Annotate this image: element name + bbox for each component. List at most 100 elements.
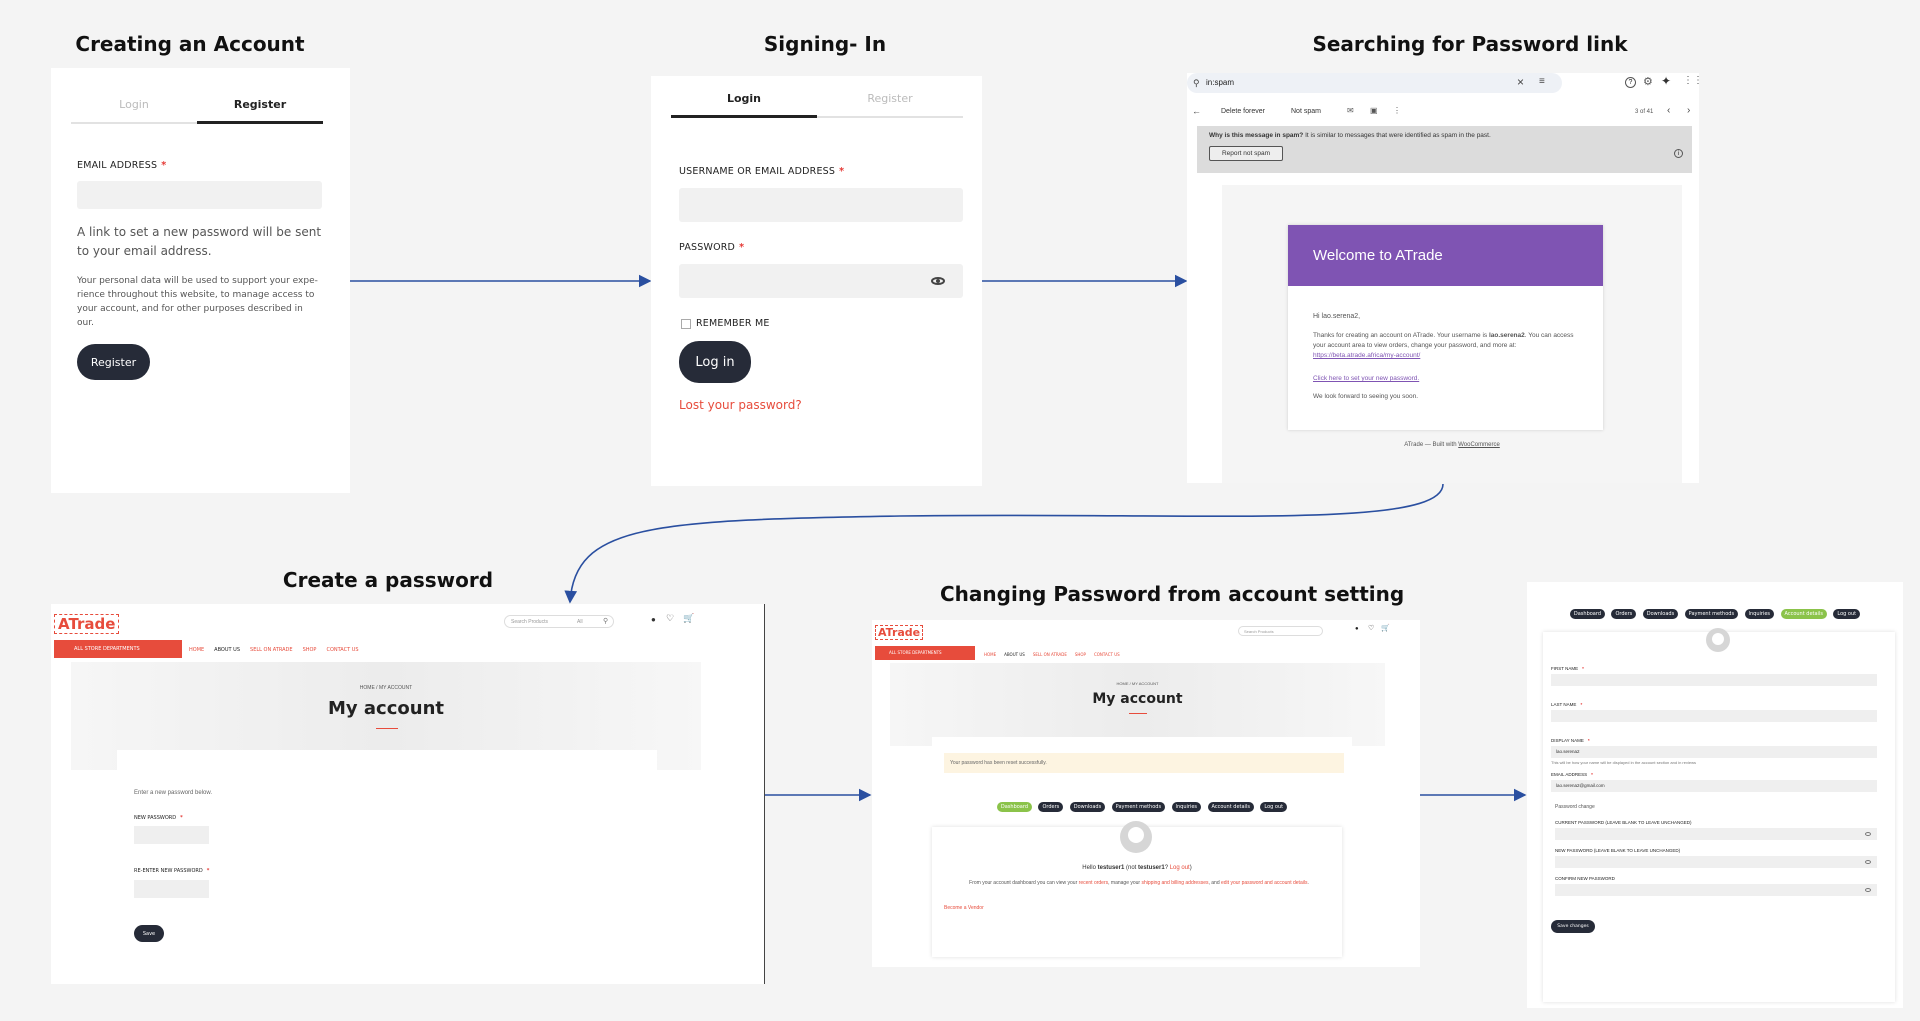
tab-payment-methods[interactable]: Payment methods (1111, 802, 1166, 812)
nav-home[interactable]: HOME (984, 652, 997, 657)
nav-home[interactable]: HOME (189, 647, 205, 653)
tab-inquiries[interactable]: Inquiries (1744, 609, 1775, 619)
clear-search-icon[interactable]: × (1517, 75, 1525, 89)
logout-link[interactable]: Log out (1169, 865, 1190, 871)
reenter-password-field[interactable] (134, 880, 209, 898)
save-changes-button[interactable]: Save changes (1551, 920, 1595, 933)
tab-dashboard[interactable]: Dashboard (1569, 609, 1606, 619)
auth-tabs: Login Register (671, 92, 963, 118)
show-password-icon[interactable] (1865, 888, 1871, 892)
tab-account-details[interactable]: Account details (1780, 609, 1827, 619)
sparkle-icon[interactable]: ✦ (1661, 74, 1672, 88)
search-input[interactable]: Search Products (511, 619, 548, 625)
save-button[interactable]: Save (134, 925, 164, 942)
move-to-icon[interactable]: ▣ (1370, 106, 1378, 115)
tab-downloads[interactable]: Downloads (1642, 609, 1679, 619)
addresses-link[interactable]: shipping and billing addresses (1141, 880, 1209, 886)
show-password-icon[interactable] (1865, 832, 1871, 836)
current-password-field[interactable] (1555, 828, 1877, 840)
login-button[interactable]: Log in (679, 341, 751, 383)
back-icon[interactable]: ← (1192, 106, 1201, 116)
login-panel: Login Register USERNAME OR EMAIL ADDRESS… (651, 76, 982, 486)
first-name-field[interactable] (1551, 674, 1877, 686)
nav-about[interactable]: ABOUT US (214, 647, 241, 653)
email-field[interactable] (77, 181, 322, 209)
title-underline (376, 728, 398, 729)
edit-password-link[interactable]: edit your password and ac­count details (1221, 880, 1308, 886)
search-input[interactable]: Search Products (1244, 629, 1274, 634)
tab-log-out[interactable]: Log out (1260, 802, 1288, 812)
site-search[interactable]: Search Products (1238, 626, 1323, 636)
confirm-password-label: CONFIRM NEW PASSWORD (1555, 876, 1615, 881)
nav-contact[interactable]: CONTACT US (1093, 652, 1120, 657)
account-link[interactable]: https://beta.atrade.africa/my-account/ (1313, 352, 1421, 359)
last-name-label: LAST NAME* (1551, 702, 1583, 707)
new-password-field[interactable] (134, 826, 209, 844)
apps-icon[interactable]: ⋮⋮ (1683, 75, 1699, 86)
recent-orders-link[interactable]: recent orders (1078, 880, 1109, 886)
nav-sell[interactable]: SELL ON ATRADE (1032, 652, 1067, 657)
nav-about[interactable]: ABOUT US (1004, 652, 1025, 657)
lost-password-link[interactable]: Lost your password? (679, 398, 802, 412)
tab-register[interactable]: Register (817, 92, 963, 118)
new-password-field[interactable] (1555, 856, 1877, 868)
tab-orders[interactable]: Orders (1611, 609, 1637, 619)
mail-search-bar[interactable]: ⚲ in:spam × ≡ (1187, 73, 1562, 93)
username-field[interactable] (679, 188, 963, 222)
show-password-icon[interactable] (931, 277, 945, 285)
not-spam-button[interactable]: Not spam (1291, 108, 1321, 115)
search-icon[interactable]: ⚲ (603, 618, 609, 625)
tab-orders[interactable]: Orders (1038, 802, 1064, 812)
tab-log-out[interactable]: Log out (1833, 609, 1861, 619)
tab-register[interactable]: Register (197, 98, 323, 124)
cart-icon[interactable]: 🛒 (683, 613, 695, 623)
departments-menu[interactable]: ALL STORE DEPARTMENTS (54, 640, 182, 658)
tab-login[interactable]: Login (671, 92, 817, 118)
site-logo[interactable]: ATrade (54, 614, 120, 634)
user-icon[interactable]: ● (1355, 626, 1359, 632)
help-icon[interactable]: ? (1625, 77, 1636, 88)
set-password-link[interactable]: Click here to set your new password. (1313, 375, 1420, 382)
nav-shop[interactable]: SHOP (1074, 652, 1086, 657)
wishlist-icon[interactable]: ♡ (1368, 625, 1375, 632)
mark-unread-icon[interactable]: ✉ (1347, 106, 1354, 115)
display-name-field[interactable]: lao.serena2 (1551, 746, 1877, 758)
last-name-field[interactable] (1551, 710, 1877, 722)
search-scope[interactable]: All (577, 619, 583, 625)
register-button[interactable]: Register (77, 344, 150, 380)
become-vendor-link[interactable]: Become a Vendor (944, 905, 984, 911)
cart-icon[interactable]: 🛒 (1381, 625, 1390, 632)
nav-shop[interactable]: SHOP (302, 647, 317, 653)
tab-payment-methods[interactable]: Payment methods (1684, 609, 1739, 619)
user-icon[interactable]: ● (651, 615, 656, 624)
site-logo[interactable]: ATrade (875, 625, 924, 640)
tab-inquiries[interactable]: Inquiries (1171, 802, 1202, 812)
nav-sell[interactable]: SELL ON ATRADE (250, 647, 293, 653)
email-footer: ATrade — Built with WooCommerce (1404, 442, 1500, 448)
confirm-password-field[interactable] (1555, 884, 1877, 896)
site-search[interactable]: Search Products All ⚲ (504, 615, 614, 628)
woocommerce-link[interactable]: WooCommerce (1458, 442, 1500, 448)
password-field[interactable] (679, 264, 963, 298)
prev-page-icon[interactable]: ‹ (1667, 105, 1671, 116)
next-page-icon[interactable]: › (1687, 105, 1691, 116)
email-field[interactable]: lao.serena2@gmail.com (1551, 780, 1877, 792)
tab-login[interactable]: Login (71, 98, 197, 124)
settings-icon[interactable]: ⚙ (1643, 76, 1653, 88)
search-options-icon[interactable]: ≡ (1539, 76, 1545, 87)
more-icon[interactable]: ⋮ (1393, 106, 1401, 115)
nav-contact[interactable]: CONTACT US (326, 647, 359, 653)
report-not-spam-button[interactable]: Report not spam (1209, 146, 1283, 161)
show-password-icon[interactable] (1865, 860, 1871, 864)
display-name-value: lao.serena2 (1556, 749, 1580, 754)
delete-forever-button[interactable]: Delete forever (1221, 108, 1265, 115)
departments-menu[interactable]: ALL STORE DEPARTMENTS (875, 646, 975, 660)
wishlist-icon[interactable]: ♡ (666, 613, 675, 623)
display-name-label: DISPLAY NAME* (1551, 738, 1590, 743)
dashboard-panel: ATrade Search Products ● ♡ 🛒 ALL STORE D… (872, 620, 1420, 967)
tab-downloads[interactable]: Downloads (1069, 802, 1106, 812)
remember-me-checkbox[interactable] (681, 319, 691, 329)
tab-account-details[interactable]: Account details (1207, 802, 1254, 812)
tab-dashboard[interactable]: Dashboard (996, 802, 1033, 812)
info-icon[interactable]: i (1674, 149, 1683, 158)
